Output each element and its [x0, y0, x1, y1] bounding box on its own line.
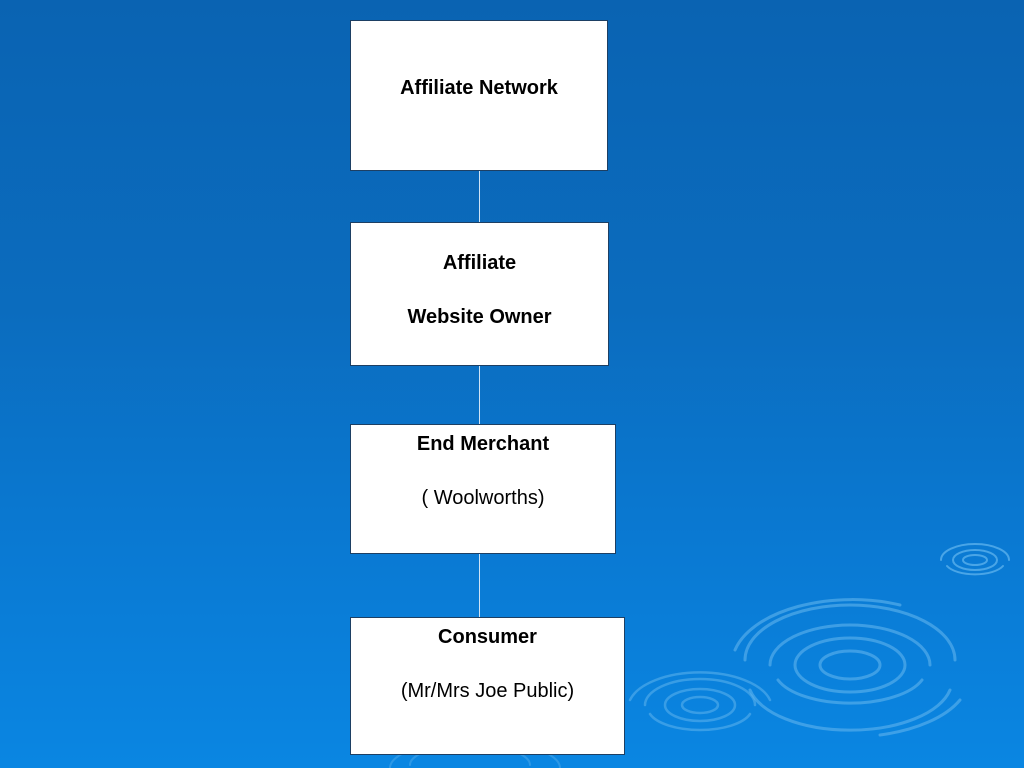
node-subtitle: (Mr/Mrs Joe Public): [400, 680, 575, 702]
node-title: End Merchant: [416, 433, 550, 455]
connector-merchant-to-consumer: [479, 554, 480, 617]
node-affiliate-website-owner: Affiliate Website Owner: [350, 222, 609, 366]
node-title: Affiliate Network: [400, 77, 558, 99]
connector-network-to-affiliate: [479, 171, 480, 222]
node-title-line-1: Affiliate: [442, 252, 517, 274]
node-consumer: Consumer (Mr/Mrs Joe Public): [350, 617, 625, 755]
node-title: Consumer: [438, 626, 537, 648]
connector-affiliate-to-merchant: [479, 366, 480, 424]
node-title-line-2: Website Owner: [407, 306, 552, 328]
node-end-merchant: End Merchant ( Woolworths): [350, 424, 616, 554]
node-affiliate-network: Affiliate Network: [350, 20, 608, 171]
node-subtitle: ( Woolworths): [421, 487, 545, 509]
